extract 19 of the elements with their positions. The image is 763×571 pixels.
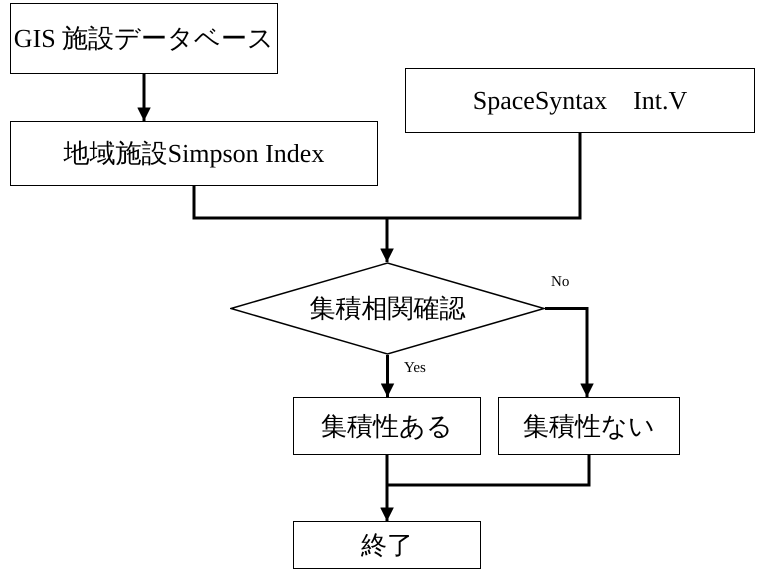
arrow bbox=[380, 455, 590, 521]
arrow bbox=[545, 307, 594, 397]
node-label: 集積性ある bbox=[321, 410, 453, 442]
process-box bbox=[10, 3, 278, 74]
decision-diamond bbox=[230, 262, 545, 355]
node-label: 終了 bbox=[361, 530, 413, 562]
arrow bbox=[137, 74, 151, 121]
process-box bbox=[498, 397, 680, 455]
node-label: GIS 施設データベース bbox=[14, 23, 274, 55]
node-label: 地域施設Simpson Index bbox=[64, 138, 324, 170]
node-label: SpaceSyntax Int.V bbox=[472, 85, 688, 117]
process-box bbox=[293, 521, 481, 569]
node-label: 集積性ない bbox=[523, 410, 655, 442]
process-box bbox=[10, 121, 378, 186]
arrow bbox=[380, 355, 394, 397]
process-box bbox=[293, 397, 481, 455]
process-box bbox=[405, 68, 755, 133]
arrow bbox=[380, 133, 582, 262]
node-label: 集積相関確認 bbox=[310, 293, 466, 325]
